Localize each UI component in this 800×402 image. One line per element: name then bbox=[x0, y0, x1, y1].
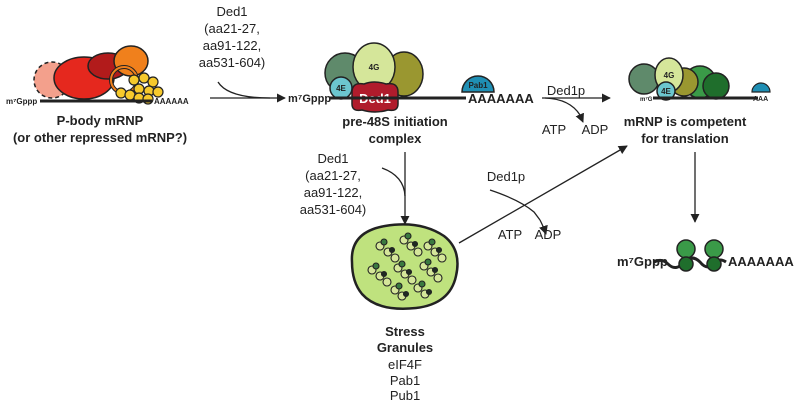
competent-cap-label: m⁷G bbox=[640, 97, 653, 103]
stress-granule-item: Pab1 bbox=[390, 373, 420, 388]
pre48s-4e-label: 4E bbox=[336, 84, 346, 93]
competent-dark-protein-icon bbox=[628, 63, 660, 95]
stress-granule-item: eIF4F bbox=[388, 357, 422, 372]
pre48s-pab1-icon bbox=[461, 75, 495, 93]
pre48s-4g-label: 4G bbox=[369, 63, 380, 72]
ded1-top-line1: Ded1 bbox=[216, 4, 247, 19]
pbody-yellow-beads-icon bbox=[115, 72, 164, 105]
competent-4g-label: 4G bbox=[664, 71, 675, 80]
ribosome-large-subunit-icon bbox=[676, 239, 696, 259]
stress-granule-item: Pub1 bbox=[390, 388, 420, 402]
polysome-polya-label: AAAAAAA bbox=[728, 254, 794, 269]
ded1-mid-line1: Ded1 bbox=[317, 151, 348, 166]
ded1-mid-line3: aa91-122, bbox=[304, 185, 363, 200]
arrow-stress-to-competent bbox=[458, 145, 628, 244]
stress-granule-subtitle: Granules bbox=[377, 340, 433, 355]
stress-granule-cluster-icon bbox=[367, 232, 447, 301]
pre48s-cap-label: m⁷Gppp bbox=[288, 93, 331, 105]
ded1-top-line2: (aa21-27, bbox=[204, 21, 260, 36]
stress-granule: Stress Granules eIF4F Pab1 Pub1 bbox=[350, 223, 459, 402]
pre48s-pab1-label: Pab1 bbox=[468, 81, 488, 90]
ded1-mid-line2: (aa21-27, bbox=[305, 168, 361, 183]
pbody-subtitle: (or other repressed mRNP?) bbox=[13, 130, 187, 145]
competent-eif4e-icon bbox=[656, 81, 676, 101]
polysome-cap-label: m⁷Gppp bbox=[617, 254, 668, 269]
ded1-top-line4: aa531-604) bbox=[199, 55, 266, 70]
translating-mrna: m⁷Gppp AAAAAAA bbox=[617, 239, 794, 272]
ribosome-small-subunit-icon bbox=[678, 256, 694, 272]
ribosome-small-subunit-icon bbox=[706, 256, 722, 272]
pbody-mrnp: m⁷Gppp AAAAAA P-body mRNP (or other repr… bbox=[6, 45, 189, 145]
ded1-top-label: Ded1 (aa21-27, aa91-122, aa531-604) bbox=[199, 4, 266, 70]
pre48s-subtitle: complex bbox=[369, 131, 423, 146]
competent-pab1-icon bbox=[751, 82, 771, 93]
competent-polya-label: AAA bbox=[753, 96, 768, 103]
ded1-top-curve bbox=[217, 81, 271, 99]
ribosome-large-subunit-icon bbox=[704, 239, 724, 259]
competent-mrnp: 4G 4E m⁷G AAA mRNP is competent for tran… bbox=[624, 57, 771, 146]
pre48s-polya-label: AAAAAAA bbox=[468, 91, 534, 106]
ded1-top-line3: aa91-122, bbox=[203, 38, 262, 53]
ded1p-top-curve bbox=[544, 97, 584, 123]
stress-granule-title: Stress bbox=[385, 324, 425, 339]
competent-darkgreen-icon bbox=[702, 72, 730, 100]
pbody-cap-label: m⁷Gppp bbox=[6, 97, 37, 106]
pbody-polya-label: AAAAAA bbox=[154, 97, 189, 106]
pbody-title: P-body mRNP bbox=[57, 113, 144, 128]
ded1-mid-line4: aa531-604) bbox=[300, 202, 367, 217]
pre48s-complex: 4G 4E Ded1 Pab1 m⁷Gppp AAAAAAA pre-48S i… bbox=[288, 42, 534, 146]
ded1p-top-atp: ATP bbox=[542, 122, 566, 137]
ded1p-mid-label: Ded1p bbox=[487, 169, 525, 184]
ded1-mid-label: Ded1 (aa21-27, aa91-122, aa531-604) bbox=[300, 151, 367, 217]
ded1p-mid-adp: ADP bbox=[535, 227, 562, 242]
pre48s-title: pre-48S initiation bbox=[342, 114, 448, 129]
ded1p-top-adp: ADP bbox=[582, 122, 609, 137]
ded1p-top-label: Ded1p bbox=[547, 83, 585, 98]
competent-4e-label: 4E bbox=[661, 87, 671, 96]
ded1p-mid-atp: ATP bbox=[498, 227, 522, 242]
competent-title: mRNP is competent bbox=[624, 114, 747, 129]
competent-subtitle: for translation bbox=[641, 131, 728, 146]
ded1-mid-curve bbox=[381, 167, 406, 197]
ded1p-mid-curve bbox=[489, 189, 541, 221]
